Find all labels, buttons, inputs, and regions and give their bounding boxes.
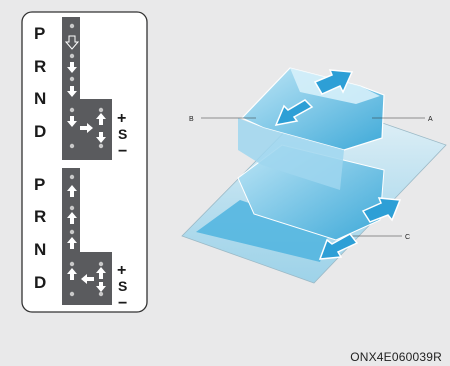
arrow-down-icon xyxy=(96,132,106,143)
arrow-back-icon xyxy=(274,99,314,126)
arrow-up-icon xyxy=(96,113,106,125)
gear-label-r: R xyxy=(34,57,46,76)
arrow-up-icon xyxy=(67,237,77,249)
shift-pattern-panel xyxy=(21,11,148,313)
shift-gate-upper xyxy=(62,17,112,160)
arrow-down-icon xyxy=(96,282,106,292)
lever-boot xyxy=(196,200,330,262)
gear-label-p: P xyxy=(34,24,45,43)
gear-label-d: D xyxy=(34,122,46,141)
lever-mid-panel xyxy=(238,118,344,190)
manual-plus-label: + xyxy=(117,262,126,279)
arrow-up-icon xyxy=(67,268,77,280)
arrow-down-icon xyxy=(67,116,77,127)
manual-minus-label: − xyxy=(118,143,127,160)
arrow-up-icon xyxy=(96,267,106,279)
arrow-up-icon xyxy=(67,185,77,197)
arrow-left-icon xyxy=(81,274,94,284)
arrow-forward-icon xyxy=(361,197,402,223)
gear-label-n: N xyxy=(34,89,46,108)
arrow-down-icon xyxy=(67,86,77,97)
shift-gate-lower xyxy=(62,168,112,305)
manual-minus-label: − xyxy=(118,295,127,312)
arrow-down-outline-icon xyxy=(64,35,80,50)
arrow-forward-icon xyxy=(313,69,354,95)
manual-mode-label: S xyxy=(118,278,127,294)
manual-plus-label: + xyxy=(117,110,126,127)
gear-label-d: D xyxy=(34,273,46,292)
shift-lever-illustration xyxy=(181,67,447,284)
gear-label-n: N xyxy=(34,240,46,259)
manual-mode-label: S xyxy=(118,126,127,142)
gear-label-p: P xyxy=(34,175,45,194)
arrow-up-icon xyxy=(67,212,77,224)
callout-b: B xyxy=(189,116,194,123)
gear-label-r: R xyxy=(34,207,46,226)
callout-c: C xyxy=(405,234,410,241)
arrow-back-icon xyxy=(318,233,359,260)
figure-code: ONX4E060039R xyxy=(350,350,442,364)
callout-a: A xyxy=(428,116,433,123)
arrow-down-icon xyxy=(67,62,77,73)
arrow-right-icon xyxy=(80,123,93,133)
